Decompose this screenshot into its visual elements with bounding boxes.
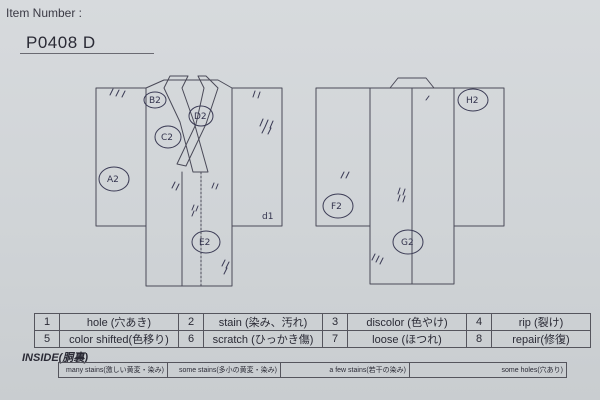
inside-cell-few-stains: a few stains(若干の染み) [280,362,410,378]
kimono-back [315,77,505,285]
legend-label: color shifted(色移り) [59,330,179,348]
mark-f2-label: F2 [331,202,342,212]
legend-row: 5 color shifted(色移り) 6 scratch (ひっかき傷) 7… [34,330,591,348]
front-left-sleeve [95,87,147,227]
mark-b2-label: B2 [149,96,161,106]
mark-g2-label: G2 [401,238,414,248]
damage-legend-table: 1 hole (穴あき) 2 stain (染み、汚れ) 3 discolor … [34,313,591,348]
mark-d1-label: d1 [262,212,273,222]
legend-label: scratch (ひっかき傷) [203,330,323,348]
legend-num: 4 [466,313,492,331]
mark-g2-circle [392,229,424,255]
inside-lining-table: many stains(激しい黄変・染み) some stains(多小の黄変・… [58,362,567,378]
legend-num: 6 [178,330,204,348]
inside-cell-many-stains: many stains(激しい黄変・染み) [58,362,168,378]
legend-label: stain (染み、汚れ) [203,313,323,331]
mark-h2-label: H2 [466,96,479,106]
mark-d2-circle [188,105,214,127]
mark-f2-circle [322,193,354,219]
legend-num: 1 [34,313,60,331]
mark-e2-label: E2 [199,238,210,248]
legend-num: 8 [466,330,492,348]
mark-e2-circle [191,230,221,254]
mark-b2-circle [143,91,167,109]
mark-c2-label: C2 [161,133,173,143]
mark-a2-circle [98,166,130,192]
back-left-sleeve [315,87,371,227]
legend-label: repair(修復) [491,330,591,348]
front-body [145,79,233,287]
legend-num: 3 [322,313,348,331]
mark-a2-label: A2 [107,175,119,185]
damage-strokes [109,88,430,275]
legend-num: 7 [322,330,348,348]
legend-label: loose (ほつれ) [347,330,467,348]
inside-cell-some-stains: some stains(多小の黄変・染み) [167,362,281,378]
inside-title: INSIDE(胴裏) [22,352,88,364]
mark-d2-label: D2 [194,112,207,122]
item-number-value: P0408 D [26,33,96,52]
back-collar [389,77,435,89]
front-collar-left [163,75,209,173]
legend-num: 5 [34,330,60,348]
front-right-sleeve [231,87,283,227]
legend-label: rip (裂け) [491,313,591,331]
back-right-sleeve [453,87,505,227]
legend-row: 1 hole (穴あき) 2 stain (染み、汚れ) 3 discolor … [34,313,591,331]
item-number-label: Item Number : [6,6,83,20]
inside-cell-some-holes: some holes(穴あり) [409,362,567,378]
kimono-front [95,75,283,287]
front-collar-right [176,75,219,167]
inside-row: many stains(激しい黄変・染み) some stains(多小の黄変・… [58,362,567,378]
legend-label: discolor (色やけ) [347,313,467,331]
mark-h2-circle [457,88,489,112]
mark-c2-circle [154,125,182,149]
legend-label: hole (穴あき) [59,313,179,331]
item-number-underline [20,53,154,54]
legend-num: 2 [178,313,204,331]
